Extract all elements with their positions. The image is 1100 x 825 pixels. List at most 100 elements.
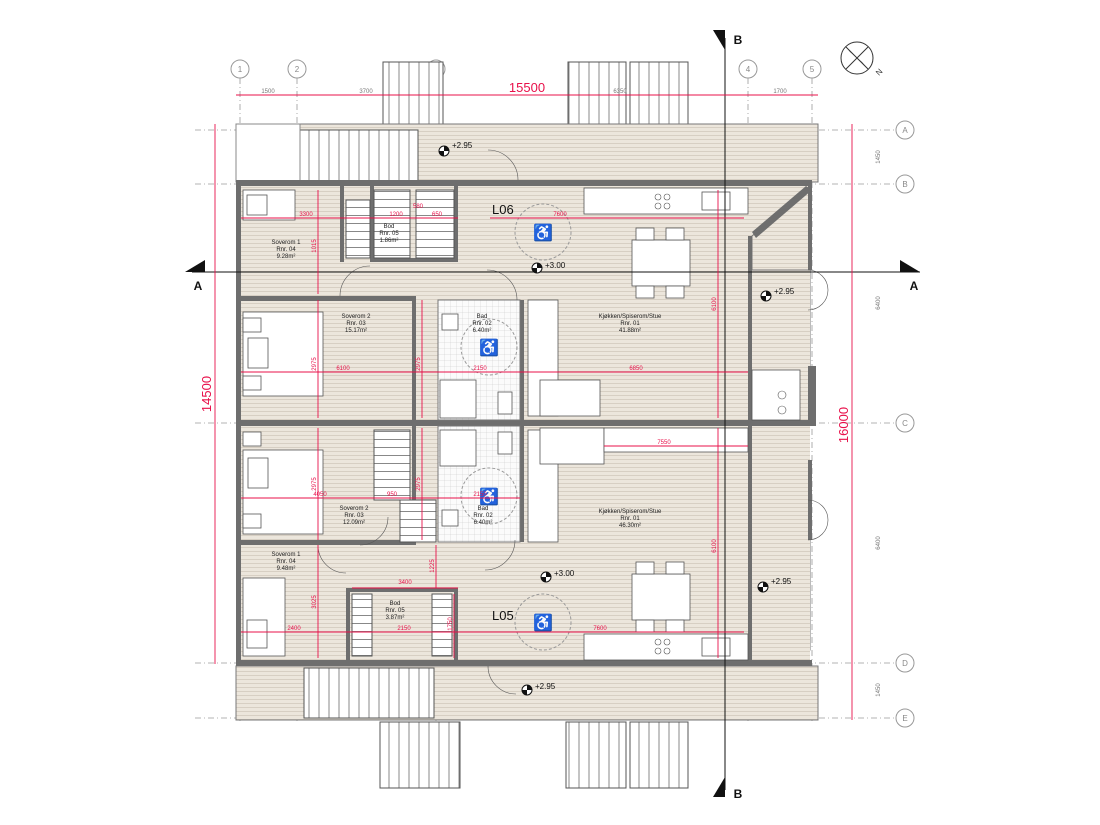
svg-text:Kjøkken/Spiserom/Stue: Kjøkken/Spiserom/Stue xyxy=(599,509,662,515)
svg-text:+2.95: +2.95 xyxy=(774,287,795,296)
dim-value: 6100 xyxy=(336,366,350,372)
svg-text:+2.95: +2.95 xyxy=(452,141,473,150)
accessible-icon: ♿ xyxy=(533,613,553,632)
svg-text:Soverom 1: Soverom 1 xyxy=(271,240,301,246)
unit-label-upper: L06 xyxy=(492,202,514,217)
axis-label-1: 1 xyxy=(238,65,243,74)
room-label-l05-living: Kjøkken/Spiserom/Stue Rnr. 01 46.30m² xyxy=(599,509,662,529)
axis-label-5: 5 xyxy=(810,65,815,74)
room-label-l06-bath: Bad Rnr. 02 6.40m² xyxy=(472,314,492,334)
svg-text:Rnr. 02: Rnr. 02 xyxy=(473,513,493,519)
dim-right-3: 6400 xyxy=(876,536,882,550)
section-label-b-top: B xyxy=(734,33,743,47)
svg-text:6.40m²: 6.40m² xyxy=(474,520,493,526)
accessible-icon: ♿ xyxy=(479,338,499,357)
dim-top-3: 6350 xyxy=(613,89,627,95)
dim-value: 2400 xyxy=(287,626,301,632)
dim-value: 6850 xyxy=(629,366,643,372)
level-marker: +3.00 xyxy=(540,569,575,583)
axis-label-c: C xyxy=(902,419,908,428)
level-markers: +2.95 +3.00 +2.95 +3.00 +2.95 +2.95 xyxy=(438,141,795,696)
section-label-a-left: A xyxy=(194,279,203,293)
turning-circles: ♿ ♿ ♿ ♿ xyxy=(460,203,572,651)
dim-top-4: 1700 xyxy=(773,89,787,95)
svg-text:15.17m²: 15.17m² xyxy=(345,328,367,334)
dim-value: 2150 xyxy=(473,492,487,498)
svg-text:Soverom 1: Soverom 1 xyxy=(271,552,301,558)
overall-dimensions: 15500 14500 16000 xyxy=(199,80,853,720)
room-label-l05-bath: Bad Rnr. 02 6.40m² xyxy=(473,506,493,526)
section-arrow-b-bottom xyxy=(713,777,725,797)
accessible-icon: ♿ xyxy=(479,487,499,506)
svg-text:1.86m²: 1.86m² xyxy=(380,238,399,244)
svg-text:Rnr. 03: Rnr. 03 xyxy=(344,513,364,519)
svg-text:3.87m²: 3.87m² xyxy=(386,615,405,621)
dim-top-1: 1500 xyxy=(261,89,275,95)
svg-text:Rnr. 03: Rnr. 03 xyxy=(346,321,366,327)
dim-value: 2975 xyxy=(312,477,318,491)
svg-text:9.48m²: 9.48m² xyxy=(277,566,296,572)
axis-label-b: B xyxy=(902,180,907,189)
room-label-l06-storage: Bod Rnr. 05 1.86m² xyxy=(379,224,399,244)
chain-dimensions: 1500 3700 6350 1700 1450 6400 6400 1450 xyxy=(261,89,882,697)
dim-value: 3300 xyxy=(299,212,313,218)
svg-text:Bad: Bad xyxy=(478,506,489,512)
svg-text:9.28m²: 9.28m² xyxy=(277,254,296,260)
axis-label-a: A xyxy=(902,126,908,135)
svg-text:Rnr. 04: Rnr. 04 xyxy=(276,247,296,253)
dim-top-2: 3700 xyxy=(359,89,373,95)
level-marker: +2.95 xyxy=(760,287,795,302)
section-lines: A A B B xyxy=(185,30,920,801)
dim-value: 7600 xyxy=(553,212,567,218)
svg-text:+2.95: +2.95 xyxy=(535,682,556,691)
walls xyxy=(236,180,816,666)
dim-value: 1225 xyxy=(430,559,436,573)
svg-text:N: N xyxy=(874,67,885,78)
dim-overall-width: 15500 xyxy=(509,80,545,95)
level-marker: +2.95 xyxy=(438,141,473,157)
door-swings xyxy=(317,149,829,695)
dim-value: 6100 xyxy=(712,297,718,311)
svg-text:Rnr. 05: Rnr. 05 xyxy=(379,231,399,237)
svg-text:Rnr. 01: Rnr. 01 xyxy=(620,321,640,327)
fixtures-lower xyxy=(242,425,749,661)
dim-value: 1015 xyxy=(312,239,318,253)
svg-text:+3.00: +3.00 xyxy=(545,261,566,270)
unit-label-lower: L05 xyxy=(492,608,514,623)
section-label-b-bottom: B xyxy=(734,787,743,801)
dim-value: 2150 xyxy=(397,626,411,632)
axis-label-2: 2 xyxy=(295,65,300,74)
svg-text:+2.95: +2.95 xyxy=(771,577,792,586)
section-arrow-a-right xyxy=(900,260,920,272)
svg-text:Bod: Bod xyxy=(384,224,395,230)
section-arrow-a-left xyxy=(185,260,205,272)
axis-label-4: 4 xyxy=(746,65,751,74)
dim-value: 950 xyxy=(387,492,398,498)
svg-text:41.88m²: 41.88m² xyxy=(619,328,641,334)
svg-text:Soverom 2: Soverom 2 xyxy=(341,314,371,320)
dim-right-1: 1450 xyxy=(876,150,882,164)
svg-text:Bod: Bod xyxy=(390,601,401,607)
svg-text:46.30m²: 46.30m² xyxy=(619,523,641,529)
room-label-l05-bedroom2: Soverom 2 Rnr. 03 12.09m² xyxy=(339,506,369,526)
room-label-l06-living: Kjøkken/Spiserom/Stue Rnr. 01 41.88m² xyxy=(599,314,662,334)
svg-text:12.09m²: 12.09m² xyxy=(343,520,365,526)
accessible-icon: ♿ xyxy=(533,223,553,242)
interior-dimension-values: 3300 1200 650 580 7600 1015 2975 2975 61… xyxy=(287,204,718,632)
dim-right-4: 1450 xyxy=(876,683,882,697)
dim-right-2: 6400 xyxy=(876,296,882,310)
room-label-l06-bedroom1: Soverom 1 Rnr. 04 9.28m² xyxy=(271,240,301,260)
dim-overall-depth-right: 16000 xyxy=(836,407,851,443)
dim-overall-depth-left: 14500 xyxy=(199,376,214,412)
room-label-l05-storage: Bod Rnr. 05 3.87m² xyxy=(385,601,405,621)
room-label-l05-bedroom1: Soverom 1 Rnr. 04 9.48m² xyxy=(271,552,301,572)
dim-value: 3400 xyxy=(398,580,412,586)
dim-value: 2150 xyxy=(473,366,487,372)
dim-value: 2975 xyxy=(416,477,422,491)
section-label-a-right: A xyxy=(910,279,919,293)
north-arrow-icon: N xyxy=(840,41,885,78)
room-labels: Soverom 1 Rnr. 04 9.28m² Bod Rnr. 05 1.8… xyxy=(271,224,662,621)
level-marker: +2.95 xyxy=(521,682,556,696)
level-marker: +3.00 xyxy=(531,261,566,274)
